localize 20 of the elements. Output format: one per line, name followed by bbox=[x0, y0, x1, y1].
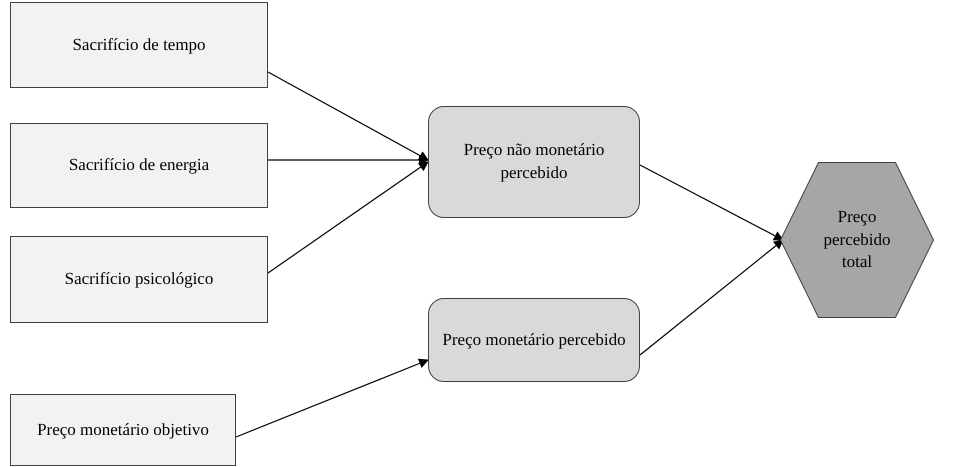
arrow bbox=[268, 161, 429, 274]
rounded-process-box bbox=[428, 298, 640, 382]
process-box bbox=[10, 123, 268, 208]
rounded-process-box bbox=[428, 106, 640, 218]
node-label: Preço percebido total bbox=[822, 206, 892, 274]
arrow bbox=[640, 239, 784, 356]
node-label: Sacrifício de tempo bbox=[71, 34, 207, 56]
node-label: Preço monetário percebido bbox=[441, 328, 627, 351]
process-box bbox=[10, 394, 236, 466]
arrow bbox=[268, 71, 429, 161]
process-box bbox=[10, 2, 268, 88]
arrow bbox=[640, 164, 784, 241]
node-label: Preço não monetário percebido bbox=[462, 139, 606, 184]
node-label: Sacrifício psicológico bbox=[64, 268, 214, 290]
arrow bbox=[236, 358, 429, 438]
hexagon-node bbox=[780, 162, 934, 318]
process-box bbox=[10, 236, 268, 323]
node-label: Sacrifício de energia bbox=[68, 154, 210, 176]
arrow bbox=[268, 155, 429, 165]
node-label: Preço monetário objetivo bbox=[36, 418, 210, 441]
